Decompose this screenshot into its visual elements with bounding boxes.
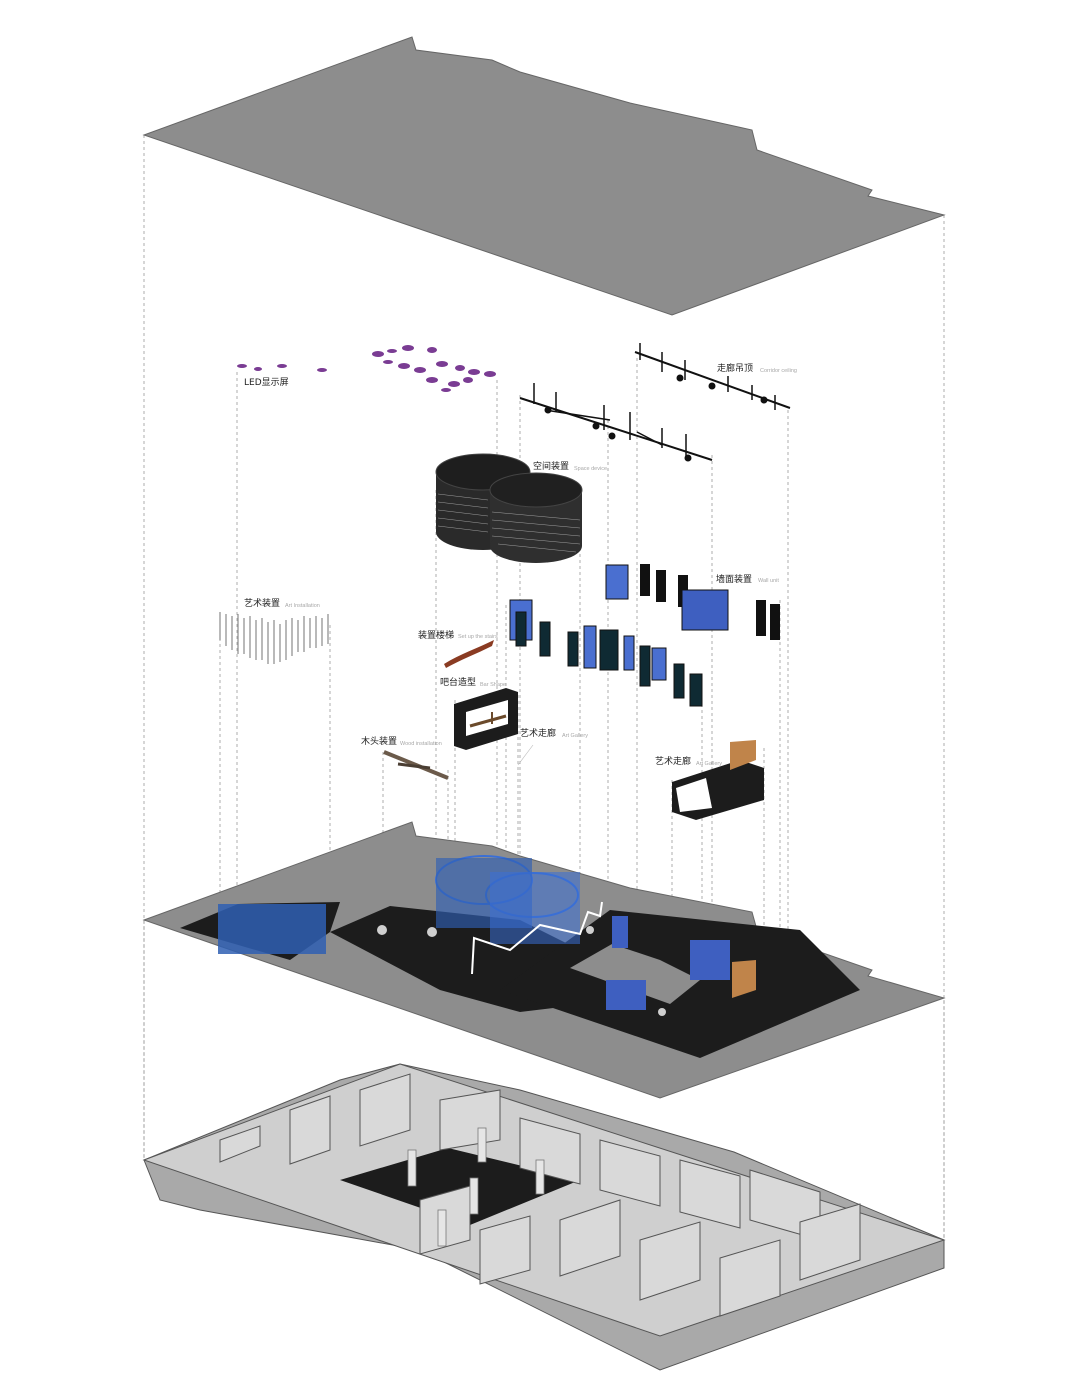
label-gallery-b-zh: 艺术走廊	[655, 755, 691, 767]
label-corridor-ceiling-en: Corridor ceiling	[760, 368, 797, 374]
art-installation-fins	[219, 612, 329, 664]
label-wood-en: Wood installation	[400, 741, 442, 747]
bar-shape-frame	[454, 688, 518, 750]
space-device-cylinders	[435, 453, 583, 563]
label-wall-unit-zh: 墙面装置	[716, 573, 752, 585]
ceiling-slab	[142, 36, 946, 316]
label-stairs-en: Set up the stairs	[458, 634, 498, 640]
wood-installation	[383, 750, 449, 780]
label-wall-unit-en: Wall unit	[758, 578, 779, 584]
label-space-device-zh: 空间装置	[533, 460, 569, 472]
projection-lines	[143, 135, 945, 1240]
label-bar-en: Bar Shape	[480, 682, 506, 688]
label-bar-zh: 吧台造型	[440, 676, 476, 688]
installation-stairs	[444, 640, 494, 668]
corridor-ceiling-tracks	[519, 343, 791, 462]
label-space-device-en: Space device	[574, 466, 607, 472]
exhibition-floor-slab	[142, 821, 946, 1099]
label-corridor-ceiling-zh: 走廊吊顶	[717, 362, 753, 374]
label-gallery-a-en: Art Gallery	[562, 733, 588, 739]
label-art-installation-zh: 艺术装置	[244, 597, 280, 609]
label-gallery-b-en: Art Gallery	[696, 761, 722, 767]
art-gallery-wall	[672, 740, 764, 820]
label-gallery-a-zh: 艺术走廊	[520, 727, 556, 739]
base-building-floor-plan	[142, 1063, 946, 1371]
wall-unit-panels	[509, 564, 780, 707]
gallery-a-leader	[517, 744, 534, 766]
label-wood-zh: 木头装置	[361, 735, 397, 747]
label-led-zh: LED显示屏	[244, 377, 289, 388]
label-art-installation-en: Art Installation	[285, 603, 320, 609]
label-stairs-zh: 装置楼梯	[418, 629, 454, 641]
led-display-screens	[237, 345, 496, 392]
